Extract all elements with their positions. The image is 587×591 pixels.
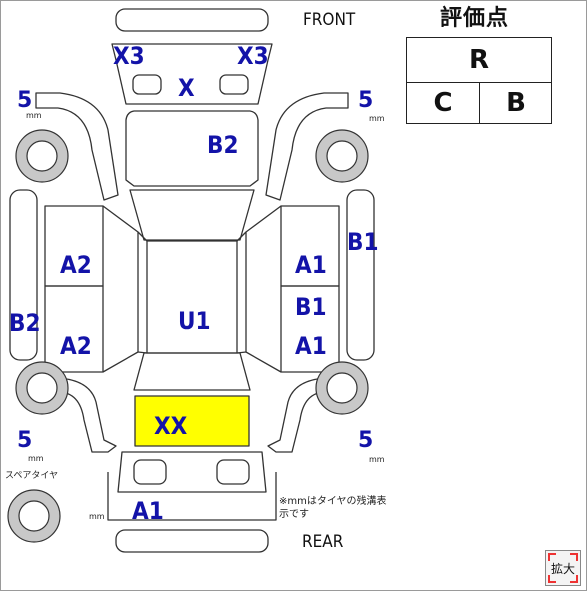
damage-label-right-front-door: A1 xyxy=(295,251,327,279)
damage-label-hood: B2 xyxy=(207,131,239,159)
front-bumper-bar-shape xyxy=(115,8,269,32)
tread-front-right: 5 xyxy=(358,88,374,113)
zoom-button[interactable]: 拡大 xyxy=(545,550,581,586)
spare-tire-label: スペアタイヤ xyxy=(5,471,59,481)
damage-label-right-front-fender: B1 xyxy=(347,228,379,256)
corner-icon xyxy=(570,553,578,561)
left-rocker-shape xyxy=(9,189,38,361)
rear-label: REAR xyxy=(302,532,344,552)
damage-label-grille: X xyxy=(178,74,195,102)
rear-panel-shape xyxy=(117,451,267,493)
tread-front-left: 5 xyxy=(17,88,33,113)
tread-rear-right: 5 xyxy=(358,428,374,453)
damage-label-rear-bumper: A1 xyxy=(132,497,164,525)
grade-title: 評価点 xyxy=(440,6,510,31)
windshield-shape xyxy=(129,189,255,241)
tread-front-right-unit: mm xyxy=(369,114,385,123)
corner-icon xyxy=(548,575,556,583)
right-front-fender-shape xyxy=(265,92,349,201)
front-label: FRONT xyxy=(303,10,356,30)
corner-icon xyxy=(570,575,578,583)
left-front-fender-shape xyxy=(35,92,119,201)
interior-grade: C xyxy=(407,82,480,124)
tread-front-left-unit: mm xyxy=(26,111,42,120)
damage-label-right-pillar: B1 xyxy=(295,293,327,321)
zoom-button-label: 拡大 xyxy=(550,561,575,576)
tread-note: ※mmはタイヤの残溝表示です xyxy=(279,496,387,520)
roof-shape xyxy=(146,240,238,354)
damage-label-front-bumper-right: X3 xyxy=(237,42,269,70)
grade-table: R C B xyxy=(406,37,552,124)
right-taillamp-shape xyxy=(216,459,250,485)
hood-shape xyxy=(125,110,259,187)
right-rocker-shape xyxy=(346,189,375,361)
tread-rear-left: 5 xyxy=(17,428,33,453)
rear-window-shape xyxy=(133,352,251,391)
corner-icon xyxy=(548,553,556,561)
right-headlamp-shape xyxy=(219,74,249,95)
tread-rear-left-unit: mm xyxy=(28,454,44,463)
left-taillamp-shape xyxy=(133,459,167,485)
spare-tire-unit: mm xyxy=(89,512,105,521)
damage-label-roof: U1 xyxy=(178,307,211,335)
damage-label-right-rear-door: A1 xyxy=(295,332,327,360)
exterior-grade: B xyxy=(506,88,526,118)
rear-bumper-bar-shape xyxy=(115,529,269,553)
right-side-glass-shape xyxy=(245,205,282,373)
tires xyxy=(7,129,369,543)
trunk-shape xyxy=(134,395,250,447)
left-side-glass-shape xyxy=(102,205,139,373)
front-panel-shape xyxy=(111,43,273,105)
damage-label-left-front-door: A2 xyxy=(60,251,92,279)
rear-bumper-outline-shape xyxy=(107,472,277,521)
damage-label-left-rocker: B2 xyxy=(9,309,41,337)
damage-label-front-bumper-left: X3 xyxy=(113,42,145,70)
left-headlamp-shape xyxy=(132,74,162,95)
damage-label-trunk: XX xyxy=(154,412,188,440)
tread-rear-right-unit: mm xyxy=(369,455,385,464)
overall-grade: R xyxy=(407,38,551,83)
damage-label-left-rear-door: A2 xyxy=(60,332,92,360)
